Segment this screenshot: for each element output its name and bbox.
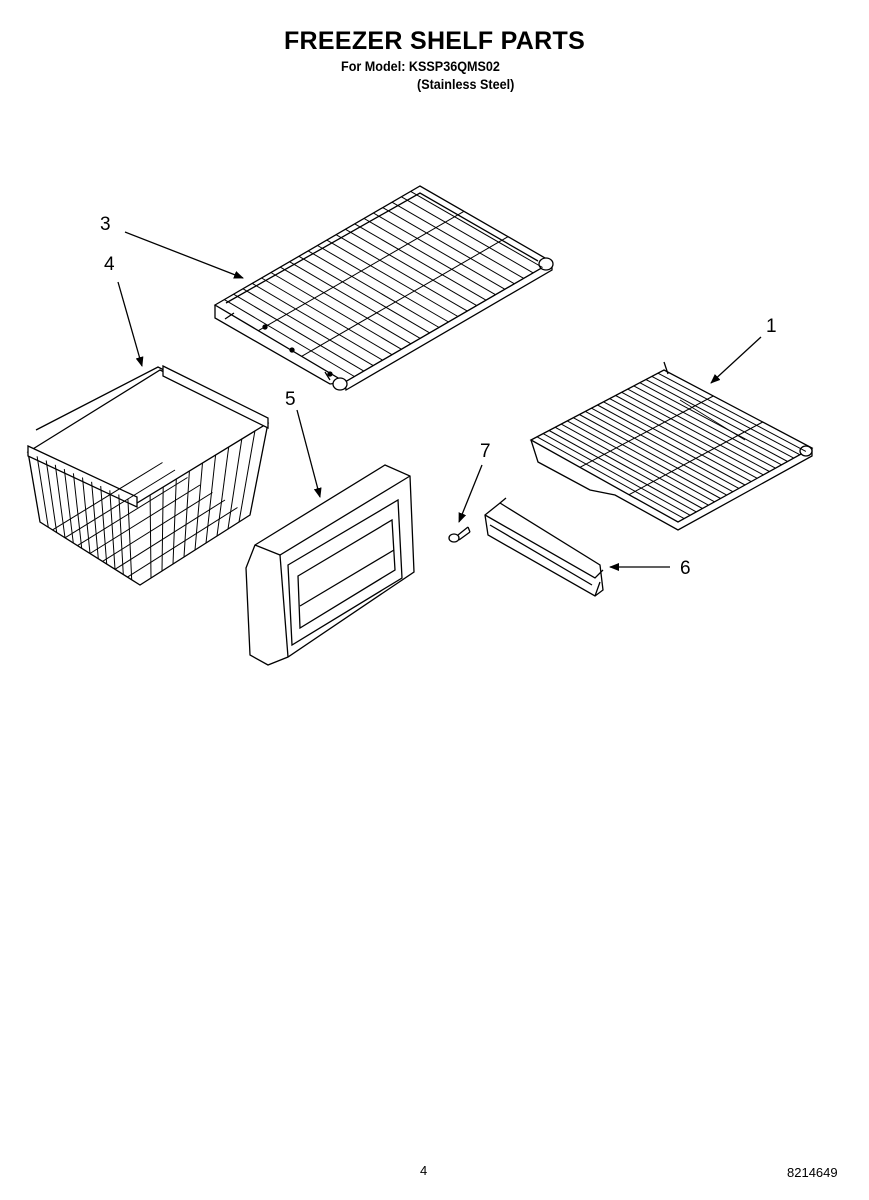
basket-front-drawing (245, 464, 415, 666)
callout-3: 3 (100, 214, 111, 235)
shelf-right-drawing (529, 361, 814, 531)
callout-7: 7 (480, 441, 491, 462)
leader-lines (117, 231, 762, 571)
callout-4: 4 (104, 254, 115, 275)
document-number: 8214649 (787, 1165, 838, 1180)
page-number: 4 (420, 1163, 428, 1178)
screw-drawing (448, 526, 471, 543)
callout-6: 6 (680, 558, 691, 579)
callout-1: 1 (766, 316, 777, 337)
wire-basket-drawing (26, 364, 270, 586)
finish-line: (Stainless Steel) (417, 76, 515, 92)
callout-5: 5 (285, 389, 296, 410)
slide-rail-drawing (484, 497, 604, 597)
page-title: FREEZER SHELF PARTS (283, 27, 586, 55)
model-line: For Model: KSSP36QMS02 (341, 58, 500, 74)
shelf-top-drawing (213, 185, 554, 392)
